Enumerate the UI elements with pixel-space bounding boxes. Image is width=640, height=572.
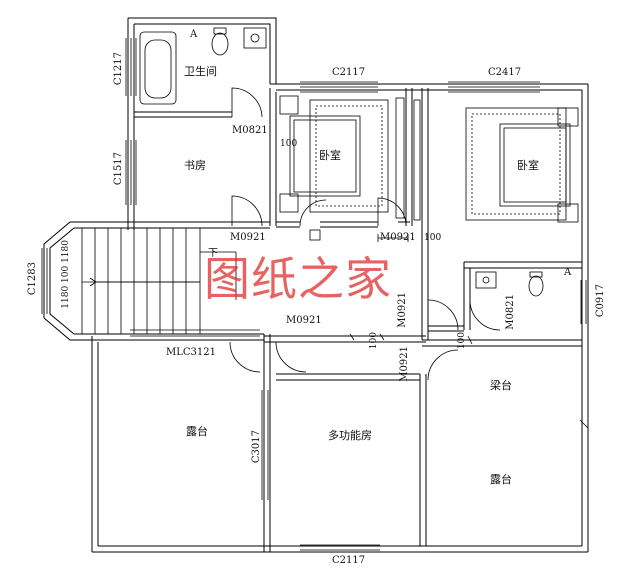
dim-100-b: 100 [424, 233, 442, 243]
dim-stair: 1180 100 1180 [61, 240, 71, 309]
windows [41, 38, 587, 551]
window-code-c1217: C1217 [113, 52, 124, 86]
watermark: 图纸之家 [204, 252, 392, 306]
mark-a-right: A [564, 267, 572, 278]
door-code-m0921-c: M0921 [286, 315, 322, 326]
room-study: 书房 [184, 159, 206, 172]
window-code-c2117-bottom: C2117 [332, 555, 366, 566]
dim-100-c: 100 [369, 332, 379, 350]
mark-a-top: A [190, 29, 198, 40]
door-code-m0921-d: M0921 [397, 292, 408, 328]
door-code-mlc3121: MLC3121 [166, 347, 216, 358]
window-code-c3017: C3017 [251, 430, 262, 464]
room-balcony: 梁台 [490, 379, 512, 392]
staircase [81, 227, 237, 335]
door-code-m0821-top: M0821 [232, 125, 268, 136]
interior-walls [134, 88, 582, 552]
window-code-c1283: C1283 [27, 262, 38, 296]
room-multifunction: 多功能房 [328, 429, 372, 442]
room-bedroom-right: 卧室 [517, 159, 539, 172]
window-code-c1517: C1517 [113, 152, 124, 186]
doors [229, 87, 501, 381]
dim-100-a: 100 [280, 139, 298, 149]
room-terrace-right: 露台 [490, 473, 512, 486]
window-code-c2117-top: C2117 [332, 67, 366, 78]
door-code-m0921-a: M0921 [230, 232, 266, 243]
bathroom-fixtures [139, 27, 544, 297]
door-code-m0921-e: M0921 [399, 346, 410, 382]
room-bathroom-top: 卫生间 [184, 65, 217, 78]
window-code-c0917: C0917 [595, 284, 606, 318]
room-bedroom-left: 卧室 [319, 149, 341, 162]
beds [279, 95, 579, 223]
door-code-m0921-b: M0921 [380, 232, 416, 243]
window-code-c2417: C2417 [488, 67, 522, 78]
dim-100-d: 100 [457, 332, 467, 350]
misc-marks [309, 229, 589, 429]
room-terrace-left: 露台 [186, 425, 208, 438]
stair-down-mark: 下 [208, 248, 218, 259]
door-code-m0821-right: M0821 [505, 294, 516, 330]
